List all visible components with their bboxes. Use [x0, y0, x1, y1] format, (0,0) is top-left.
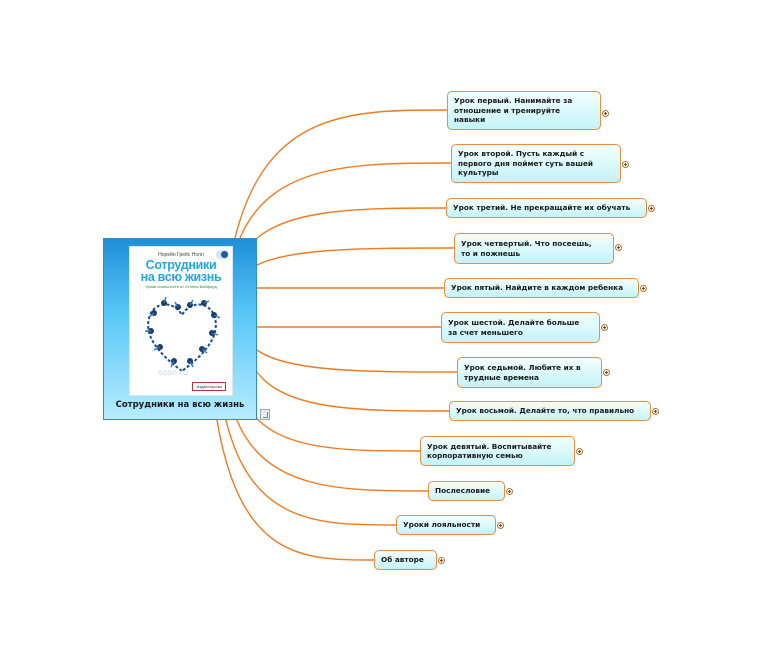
branch-line: Урок четвертый. Что посеешь,	[461, 239, 592, 248]
branch-lesson-2[interactable]: Урок второй. Пусть каждый с первого дня …	[451, 144, 621, 183]
expand-plus-icon[interactable]	[603, 369, 610, 376]
branch-lesson-3[interactable]: Урок третий. Не прекращайте их обучать	[446, 198, 647, 218]
branch-lesson-9-text: Урок девятый. Воспитывайте корпоративную…	[427, 442, 551, 461]
branch-line: Урок второй. Пусть каждый с	[458, 149, 585, 159]
branch-about-author-text: Об авторе	[381, 555, 424, 565]
expand-plus-icon[interactable]	[615, 244, 622, 251]
branch-lesson-1-text: Урок первый. Нанимайте за отношение и тр…	[454, 96, 572, 125]
branch-line: за счет меньшего	[448, 327, 523, 337]
branch-line: корпоративную семью	[427, 451, 523, 460]
branch-line: отношение и тренируйте	[454, 105, 561, 115]
branch-line: навыки	[454, 115, 486, 125]
expand-plus-icon[interactable]	[601, 324, 608, 331]
expand-plus-icon[interactable]	[438, 557, 445, 564]
branch-lesson-2-text: Урок второй. Пусть каждый с первого дня …	[458, 149, 593, 178]
cover-title: Сотрудники на всю жизнь	[134, 258, 228, 284]
branch-line: Об авторе	[381, 555, 424, 565]
expand-plus-icon[interactable]	[602, 110, 609, 117]
branch-lesson-8[interactable]: Урок восьмой. Делайте то, что правильно	[449, 401, 651, 421]
svg-text:ozon.ru: ozon.ru	[158, 368, 188, 377]
branch-line: Урок девятый. Воспитывайте	[427, 441, 552, 451]
branch-line: Урок пятый. Найдите в каждом ребенка	[451, 283, 624, 293]
connector-line	[235, 417, 429, 492]
cover-title-line1: Сотрудники	[145, 258, 217, 272]
branch-lesson-3-text: Урок третий. Не прекращайте их обучать	[453, 203, 630, 213]
branch-about-author[interactable]: Об авторе	[374, 550, 437, 570]
branch-lesson-6[interactable]: Урок шестой. Делайте больше за счет мень…	[441, 312, 600, 343]
branch-line: Урок шестой. Делайте больше	[448, 318, 580, 327]
branch-line: культуры	[458, 168, 499, 178]
central-topic-label: Сотрудники на всю жизнь	[115, 400, 245, 410]
connector-line	[256, 349, 458, 373]
branch-line: трудные времена	[464, 372, 539, 382]
expand-plus-icon[interactable]	[640, 285, 647, 292]
expand-plus-icon[interactable]	[622, 161, 629, 168]
branch-lesson-1[interactable]: Урок первый. Нанимайте за отношение и тр…	[447, 91, 601, 130]
connector-line	[239, 162, 452, 239]
branch-line: то и пожнешь	[461, 248, 521, 258]
branch-lesson-7[interactable]: Урок седьмой. Любите их в трудные времен…	[457, 357, 602, 388]
branch-lesson-4[interactable]: Урок четвертый. Что посеешь, то и пожнеш…	[454, 233, 614, 264]
central-topic[interactable]: Норейн Грейс Нолл Сотрудники на всю жизн…	[103, 238, 257, 420]
book-cover-image: Норейн Грейс Нолл Сотрудники на всю жизн…	[129, 246, 233, 396]
branch-lesson-9[interactable]: Урок девятый. Воспитывайте корпоративную…	[420, 436, 575, 466]
expand-plus-icon[interactable]	[497, 522, 504, 529]
branch-lesson-7-text: Урок седьмой. Любите их в трудные времен…	[464, 363, 581, 382]
branch-line: Урок третий. Не прекращайте их обучать	[453, 203, 631, 213]
publisher-logo-icon	[216, 250, 229, 259]
branch-lesson-8-text: Урок восьмой. Делайте то, что правильно	[456, 406, 634, 416]
expand-plus-icon[interactable]	[652, 408, 659, 415]
branch-lesson-5-text: Урок пятый. Найдите в каждом ребенка	[451, 283, 623, 293]
branch-line: Урок первый. Нанимайте за	[454, 96, 573, 106]
heart-of-skydivers-illustration: ozon.ru	[145, 296, 221, 377]
branch-lesson-5[interactable]: Урок пятый. Найдите в каждом ребенка	[444, 278, 639, 298]
cover-title-line2: на всю жизнь	[140, 270, 222, 284]
connector-line	[225, 419, 397, 526]
branch-afterword[interactable]: Послесловие	[428, 481, 505, 501]
branch-line: Уроки лояльности	[403, 520, 481, 530]
branch-line: Урок восьмой. Делайте то, что правильно	[456, 406, 635, 416]
branch-lesson-4-text: Урок четвертый. Что посеешь, то и пожнеш…	[461, 239, 592, 258]
note-icon[interactable]	[260, 409, 270, 420]
cover-subtitle: Уроки лояльности от Стэнли Байфорд	[145, 284, 217, 289]
cover-author: Норейн Грейс Нолл	[158, 252, 204, 258]
branch-lesson-6-text: Урок шестой. Делайте больше за счет мень…	[448, 318, 579, 337]
connector-line	[245, 207, 447, 251]
expand-plus-icon[interactable]	[648, 205, 655, 212]
branch-line: первого дня поймет суть вашей	[458, 158, 594, 168]
branch-loyalty-lessons[interactable]: Уроки лояльности	[396, 515, 496, 535]
branch-afterword-text: Послесловие	[435, 486, 490, 496]
connector-line	[251, 247, 455, 269]
branch-line: Урок седьмой. Любите их в	[464, 363, 581, 372]
connector-line	[245, 403, 421, 452]
branch-line: Послесловие	[435, 486, 491, 496]
branch-loyalty-lessons-text: Уроки лояльности	[403, 520, 480, 530]
connector-line	[234, 109, 448, 239]
connector-line	[256, 371, 450, 412]
expand-plus-icon[interactable]	[506, 488, 513, 495]
connector-line	[216, 419, 375, 561]
cover-publisher: Издательство	[192, 382, 226, 391]
expand-plus-icon[interactable]	[576, 448, 583, 455]
